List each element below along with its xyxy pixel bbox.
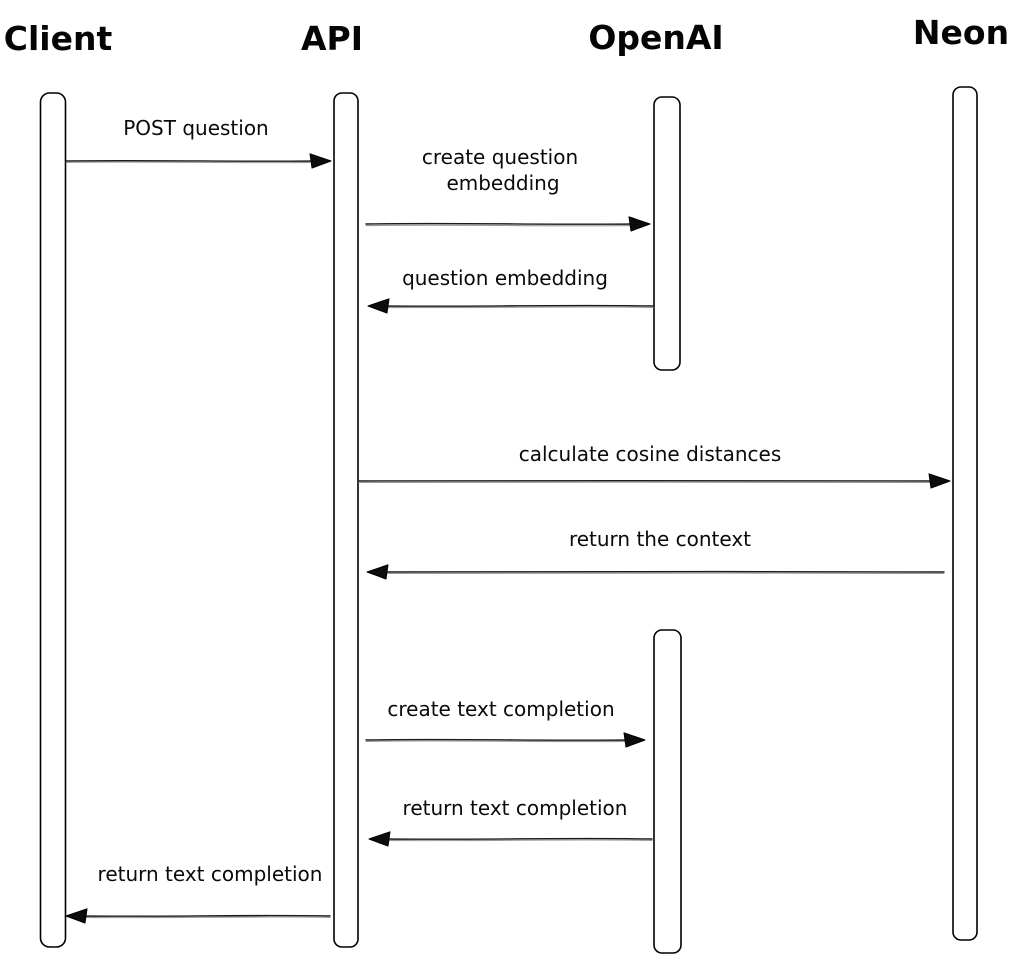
participant-api: API xyxy=(301,19,363,948)
arrow-shaft xyxy=(365,738,629,741)
participant-api-label: API xyxy=(301,19,363,58)
message-return-the-context: return the context xyxy=(366,527,945,580)
arrowhead-left-icon xyxy=(368,831,391,847)
message-create-text-completion-label: create text completion xyxy=(387,697,614,721)
message-return-the-context-label: return the context xyxy=(569,527,751,551)
message-post-question-label: POST question xyxy=(123,116,268,140)
message-return-text-completion-client-label: return text completion xyxy=(98,862,323,886)
message-create-question-embedding-label-line2: embedding xyxy=(446,171,559,195)
arrowhead-left-icon xyxy=(65,908,88,924)
arrowhead-right-icon xyxy=(309,153,332,169)
openai-activation-bar-1 xyxy=(653,96,681,371)
arrowhead-right-icon xyxy=(928,473,951,489)
participant-neon: Neon xyxy=(913,13,1009,941)
arrow-shaft xyxy=(384,304,655,307)
message-return-text-completion-openai-label: return text completion xyxy=(403,796,628,820)
arrow-shaft-overdraw xyxy=(85,916,331,919)
participant-neon-label: Neon xyxy=(913,13,1009,52)
arrow-shaft-overdraw xyxy=(387,572,945,575)
message-create-text-completion: create text completion xyxy=(365,697,646,748)
participant-openai: OpenAI xyxy=(588,18,724,954)
message-post-question: POST question xyxy=(65,116,332,169)
message-question-embedding-label: question embedding xyxy=(402,266,608,290)
message-return-text-completion-openai: return text completion xyxy=(368,796,653,847)
message-question-embedding: question embedding xyxy=(367,266,655,314)
arrowhead-right-icon xyxy=(623,732,646,748)
message-create-question-embedding-label-line1: create question xyxy=(422,145,578,169)
arrow-shaft-overdraw xyxy=(388,839,653,842)
arrow-shaft-overdraw xyxy=(357,481,931,484)
arrow-shaft xyxy=(383,570,945,573)
arrowhead-left-icon xyxy=(367,298,390,314)
arrow-shaft xyxy=(365,222,634,225)
api-lifeline-bar xyxy=(333,92,359,948)
message-calculate-cosine-distances: calculate cosine distances xyxy=(357,442,951,489)
arrow-shaft-overdraw xyxy=(365,224,631,227)
arrow-shaft xyxy=(65,159,315,162)
arrow-shaft xyxy=(82,914,331,917)
arrowhead-left-icon xyxy=(366,564,389,580)
message-create-question-embedding: create question embedding xyxy=(365,145,651,232)
arrow-shaft-overdraw xyxy=(365,740,626,743)
arrow-shaft-overdraw xyxy=(65,161,311,164)
arrow-shaft xyxy=(385,837,653,840)
message-return-text-completion-client: return text completion xyxy=(65,862,331,924)
participant-client: Client xyxy=(4,19,113,948)
client-lifeline-bar xyxy=(39,92,67,948)
participant-openai-label: OpenAI xyxy=(588,18,723,57)
participant-client-label: Client xyxy=(4,19,113,58)
arrow-shaft-overdraw xyxy=(387,306,655,309)
arrow-shaft xyxy=(357,479,934,482)
neon-lifeline-bar xyxy=(952,86,978,941)
message-calculate-cosine-distances-label: calculate cosine distances xyxy=(519,442,782,466)
openai-activation-bar-2 xyxy=(653,629,682,954)
arrowhead-right-icon xyxy=(628,216,651,232)
